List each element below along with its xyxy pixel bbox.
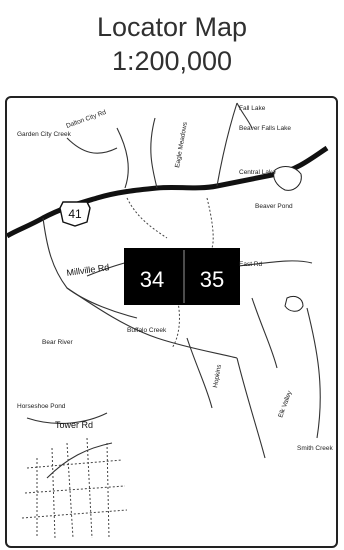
- label-fall-lake: Fall Lake: [239, 105, 266, 112]
- section-grid[interactable]: [124, 248, 240, 305]
- label-elk-valley: Elk Valley: [277, 389, 293, 418]
- label-smith-creek: Smith Creek: [297, 445, 334, 452]
- highway-shield: 41: [59, 201, 91, 227]
- label-beaver-pond: Beaver Pond: [255, 203, 293, 210]
- label-garden-city: Garden City Creek: [17, 131, 72, 138]
- map-title: Locator Map: [96, 12, 248, 42]
- label-tower-rd: Tower Rd: [55, 420, 93, 430]
- label-beaver-falls: Beaver Falls Lake: [239, 125, 291, 132]
- label-east-rd: East Rd: [239, 261, 263, 268]
- label-buffalo: Buffalo Creek: [127, 327, 167, 334]
- section-34: 34: [140, 267, 164, 292]
- label-bear-river: Bear River: [42, 339, 74, 346]
- highway-line: [7, 145, 329, 239]
- locator-map[interactable]: 41 34 35 Garden City Creek Dalton City R…: [5, 96, 338, 548]
- map-canvas: 41 34 35 Garden City Creek Dalton City R…: [7, 102, 334, 539]
- section-35: 35: [200, 267, 224, 292]
- label-central-lake: Central Lake: [239, 169, 276, 176]
- label-hopkins: Hopkins: [212, 363, 223, 388]
- lake: [284, 295, 304, 312]
- svg-text:41: 41: [68, 207, 82, 221]
- label-eagle: Eagle Meadows: [174, 121, 189, 169]
- label-dalton: Dalton City Rd: [65, 109, 107, 130]
- label-horseshoe: Horseshoe Pond: [17, 403, 66, 410]
- map-scale: 1:200,000: [111, 46, 233, 76]
- lake: [273, 166, 302, 191]
